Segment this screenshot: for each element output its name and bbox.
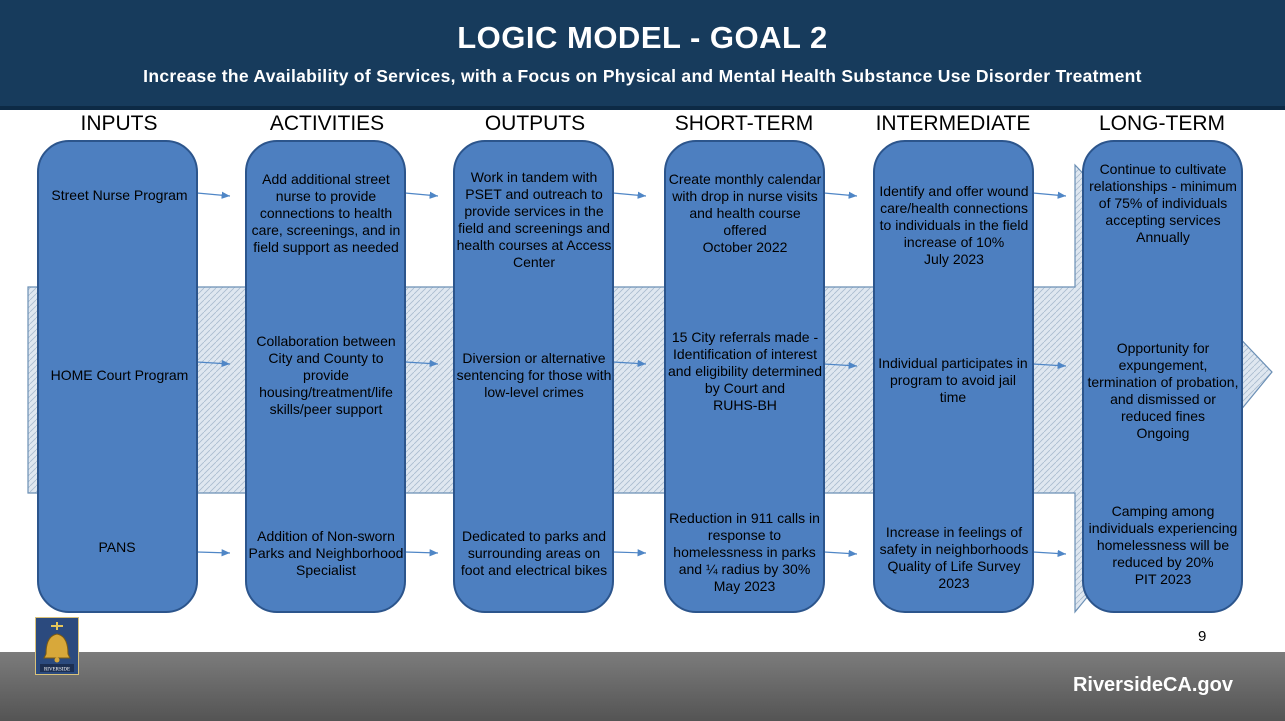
- row1-input: Street Nurse Program: [51, 186, 188, 203]
- connector-arrow: [612, 359, 647, 368]
- column-header-long-term: LONG-TERM: [1099, 112, 1225, 135]
- connector-arrow: [1032, 549, 1067, 558]
- long-term-column-box: [1082, 140, 1243, 613]
- bell-logo-icon: RIVERSIDE: [36, 618, 78, 674]
- row3-output: Dedicated to parks and surrounding areas…: [460, 527, 608, 578]
- row3-input: PANS: [98, 538, 136, 555]
- row3-short-term: Reduction in 911 calls in response to ho…: [669, 509, 820, 594]
- svg-text:RIVERSIDE: RIVERSIDE: [44, 668, 70, 673]
- short-term-column-box: [664, 140, 825, 613]
- connector-arrow: [404, 359, 439, 368]
- row3-long-term: Camping among individuals experiencing h…: [1088, 502, 1238, 587]
- connector-arrow: [196, 359, 231, 368]
- connector-arrow: [823, 361, 858, 370]
- row1-output: Work in tandem with PSET and outreach to…: [456, 169, 612, 270]
- footer-url: RiversideCA.gov: [1072, 674, 1233, 696]
- row2-long-term: Opportunity for expungement, termination…: [1087, 340, 1239, 441]
- connector-arrow: [196, 549, 231, 557]
- column-header-intermediate: INTERMEDIATE: [875, 112, 1031, 135]
- row3-intermediate: Increase in feelings of safety in neighb…: [879, 524, 1029, 591]
- row3-activity: Addition of Non-sworn Parks and Neighbor…: [248, 527, 404, 578]
- city-of-riverside-logo: RIVERSIDE: [35, 617, 79, 675]
- outputs-column-box: [453, 140, 614, 613]
- connector-arrow: [823, 191, 858, 199]
- connector-arrow: [196, 191, 231, 199]
- connector-arrow: [823, 549, 858, 558]
- row1-intermediate: Identify and offer wound care/health con…: [879, 182, 1029, 267]
- title-bar: LOGIC MODEL - GOAL 2 Increase the Availa…: [0, 0, 1285, 110]
- slide-subtitle: Increase the Availability of Services, w…: [143, 66, 1142, 86]
- connector-arrow: [612, 191, 647, 199]
- column-header-inputs: INPUTS: [80, 112, 158, 135]
- row2-input: HOME Court Program: [50, 366, 189, 383]
- row2-activity: Collaboration between City and County to…: [256, 332, 396, 417]
- intermediate-column-box: [873, 140, 1034, 613]
- connector-arrow: [1032, 361, 1067, 370]
- page-number: 9: [1198, 628, 1207, 645]
- connector-arrow: [404, 549, 439, 557]
- row2-output: Diversion or alternative sentencing for …: [456, 349, 612, 400]
- connector-arrow: [404, 191, 439, 199]
- connector-arrow: [1032, 191, 1067, 199]
- connector-arrows: [196, 191, 1067, 558]
- row2-intermediate: Individual participates in program to av…: [878, 354, 1028, 405]
- connector-arrow: [612, 549, 647, 557]
- row1-activity: Add additional street nurse to provide c…: [251, 170, 401, 255]
- column-header-activities: ACTIVITIES: [269, 112, 385, 135]
- column-header-outputs: OUTPUTS: [484, 112, 586, 135]
- row1-short-term: Create monthly calendar with drop in nur…: [668, 170, 822, 255]
- row1-long-term: Continue to cultivate relationships - mi…: [1089, 160, 1237, 245]
- column-header-short-term: SHORT-TERM: [674, 112, 814, 135]
- row2-short-term: 15 City referrals made -Identification o…: [667, 328, 823, 413]
- activities-column-box: [245, 140, 406, 613]
- footer-bar: RiversideCA.gov: [0, 652, 1285, 721]
- slide-title: LOGIC MODEL - GOAL 2: [457, 20, 828, 55]
- inputs-column-box: [37, 140, 198, 613]
